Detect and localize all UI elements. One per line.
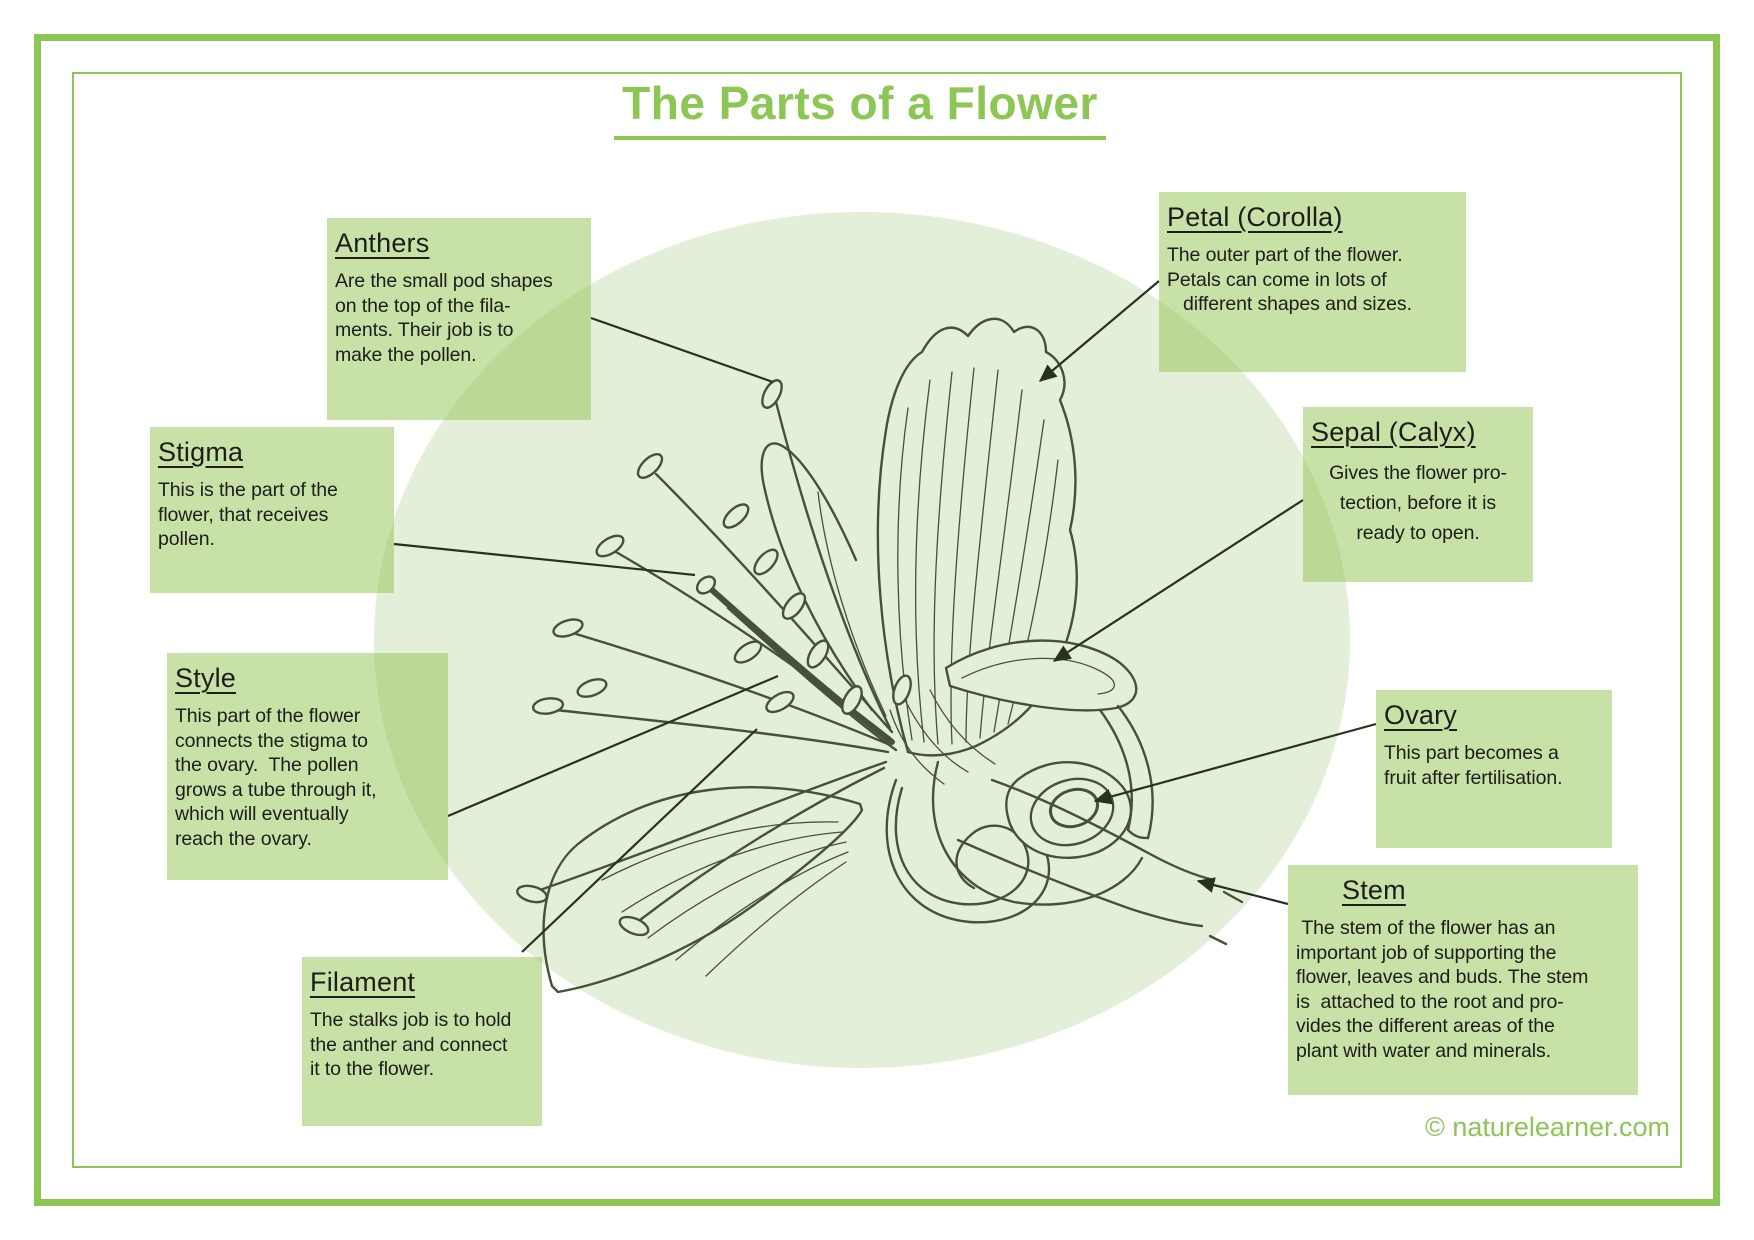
label-box-petal: Petal (Corolla) The outer part of the fl… bbox=[1159, 192, 1466, 372]
leader-line-ovary bbox=[1093, 722, 1377, 805]
label-title-filament: Filament bbox=[310, 967, 416, 997]
ovary-group bbox=[931, 760, 1144, 906]
label-body-anthers: Are the small pod shapes on the top of t… bbox=[335, 270, 553, 366]
label-box-anthers: Anthers Are the small pod shapes on the … bbox=[327, 218, 591, 420]
label-title-ovary: Ovary bbox=[1384, 700, 1458, 730]
page-title: The Parts of a Flower bbox=[330, 76, 1390, 140]
stem-group bbox=[956, 778, 1244, 946]
leader-line-anthers bbox=[590, 316, 774, 384]
label-title-style: Style bbox=[175, 663, 237, 693]
petal-back bbox=[760, 442, 887, 717]
copyright-text: © naturelearner.com bbox=[1424, 1112, 1670, 1142]
petal-lower-left bbox=[542, 786, 864, 994]
stigma-tip bbox=[695, 575, 717, 595]
label-body-sepal: Gives the flower pro- tection, before it… bbox=[1329, 462, 1507, 544]
leader-line-petal bbox=[1038, 280, 1160, 382]
leader-line-style bbox=[447, 674, 779, 818]
leader-line-filament bbox=[521, 728, 758, 953]
label-title-anthers: Anthers bbox=[335, 228, 430, 258]
label-box-style: Style This part of the flower connects t… bbox=[167, 653, 448, 880]
label-title-petal: Petal (Corolla) bbox=[1167, 202, 1343, 232]
label-body-style: This part of the flower connects the sti… bbox=[175, 705, 377, 850]
label-title-sepal: Sepal (Calyx) bbox=[1311, 417, 1476, 447]
label-title-stigma: Stigma bbox=[158, 437, 244, 467]
label-body-filament: The stalks job is to hold the anther and… bbox=[310, 1009, 512, 1080]
leader-line-stigma bbox=[393, 542, 696, 577]
label-body-petal: The outer part of the flower. Petals can… bbox=[1167, 244, 1412, 315]
stamen-group bbox=[516, 379, 912, 937]
leader-lines bbox=[393, 280, 1377, 953]
label-body-ovary: This part becomes a fruit after fertilis… bbox=[1384, 742, 1563, 789]
label-box-ovary: Ovary This part becomes a fruit after fe… bbox=[1376, 690, 1612, 848]
label-title-stem: Stem bbox=[1342, 875, 1406, 905]
receptacle bbox=[889, 689, 996, 785]
label-box-stem: Stem The stem of the flower has an impor… bbox=[1288, 865, 1638, 1095]
leader-line-sepal bbox=[1052, 499, 1304, 662]
style-stalk bbox=[709, 587, 895, 745]
flower-sketch bbox=[516, 317, 1244, 994]
label-box-stigma: Stigma This is the part of the flower, t… bbox=[150, 427, 394, 593]
leader-line-stem bbox=[1196, 877, 1289, 906]
label-body-stigma: This is the part of the flower, that rec… bbox=[158, 479, 338, 550]
label-box-filament: Filament The stalks job is to hold the a… bbox=[302, 957, 542, 1126]
label-box-sepal: Sepal (Calyx) Gives the flower pro- tect… bbox=[1303, 407, 1533, 582]
label-body-stem: The stem of the flower has an important … bbox=[1296, 917, 1589, 1062]
background-circle bbox=[374, 212, 1350, 1068]
